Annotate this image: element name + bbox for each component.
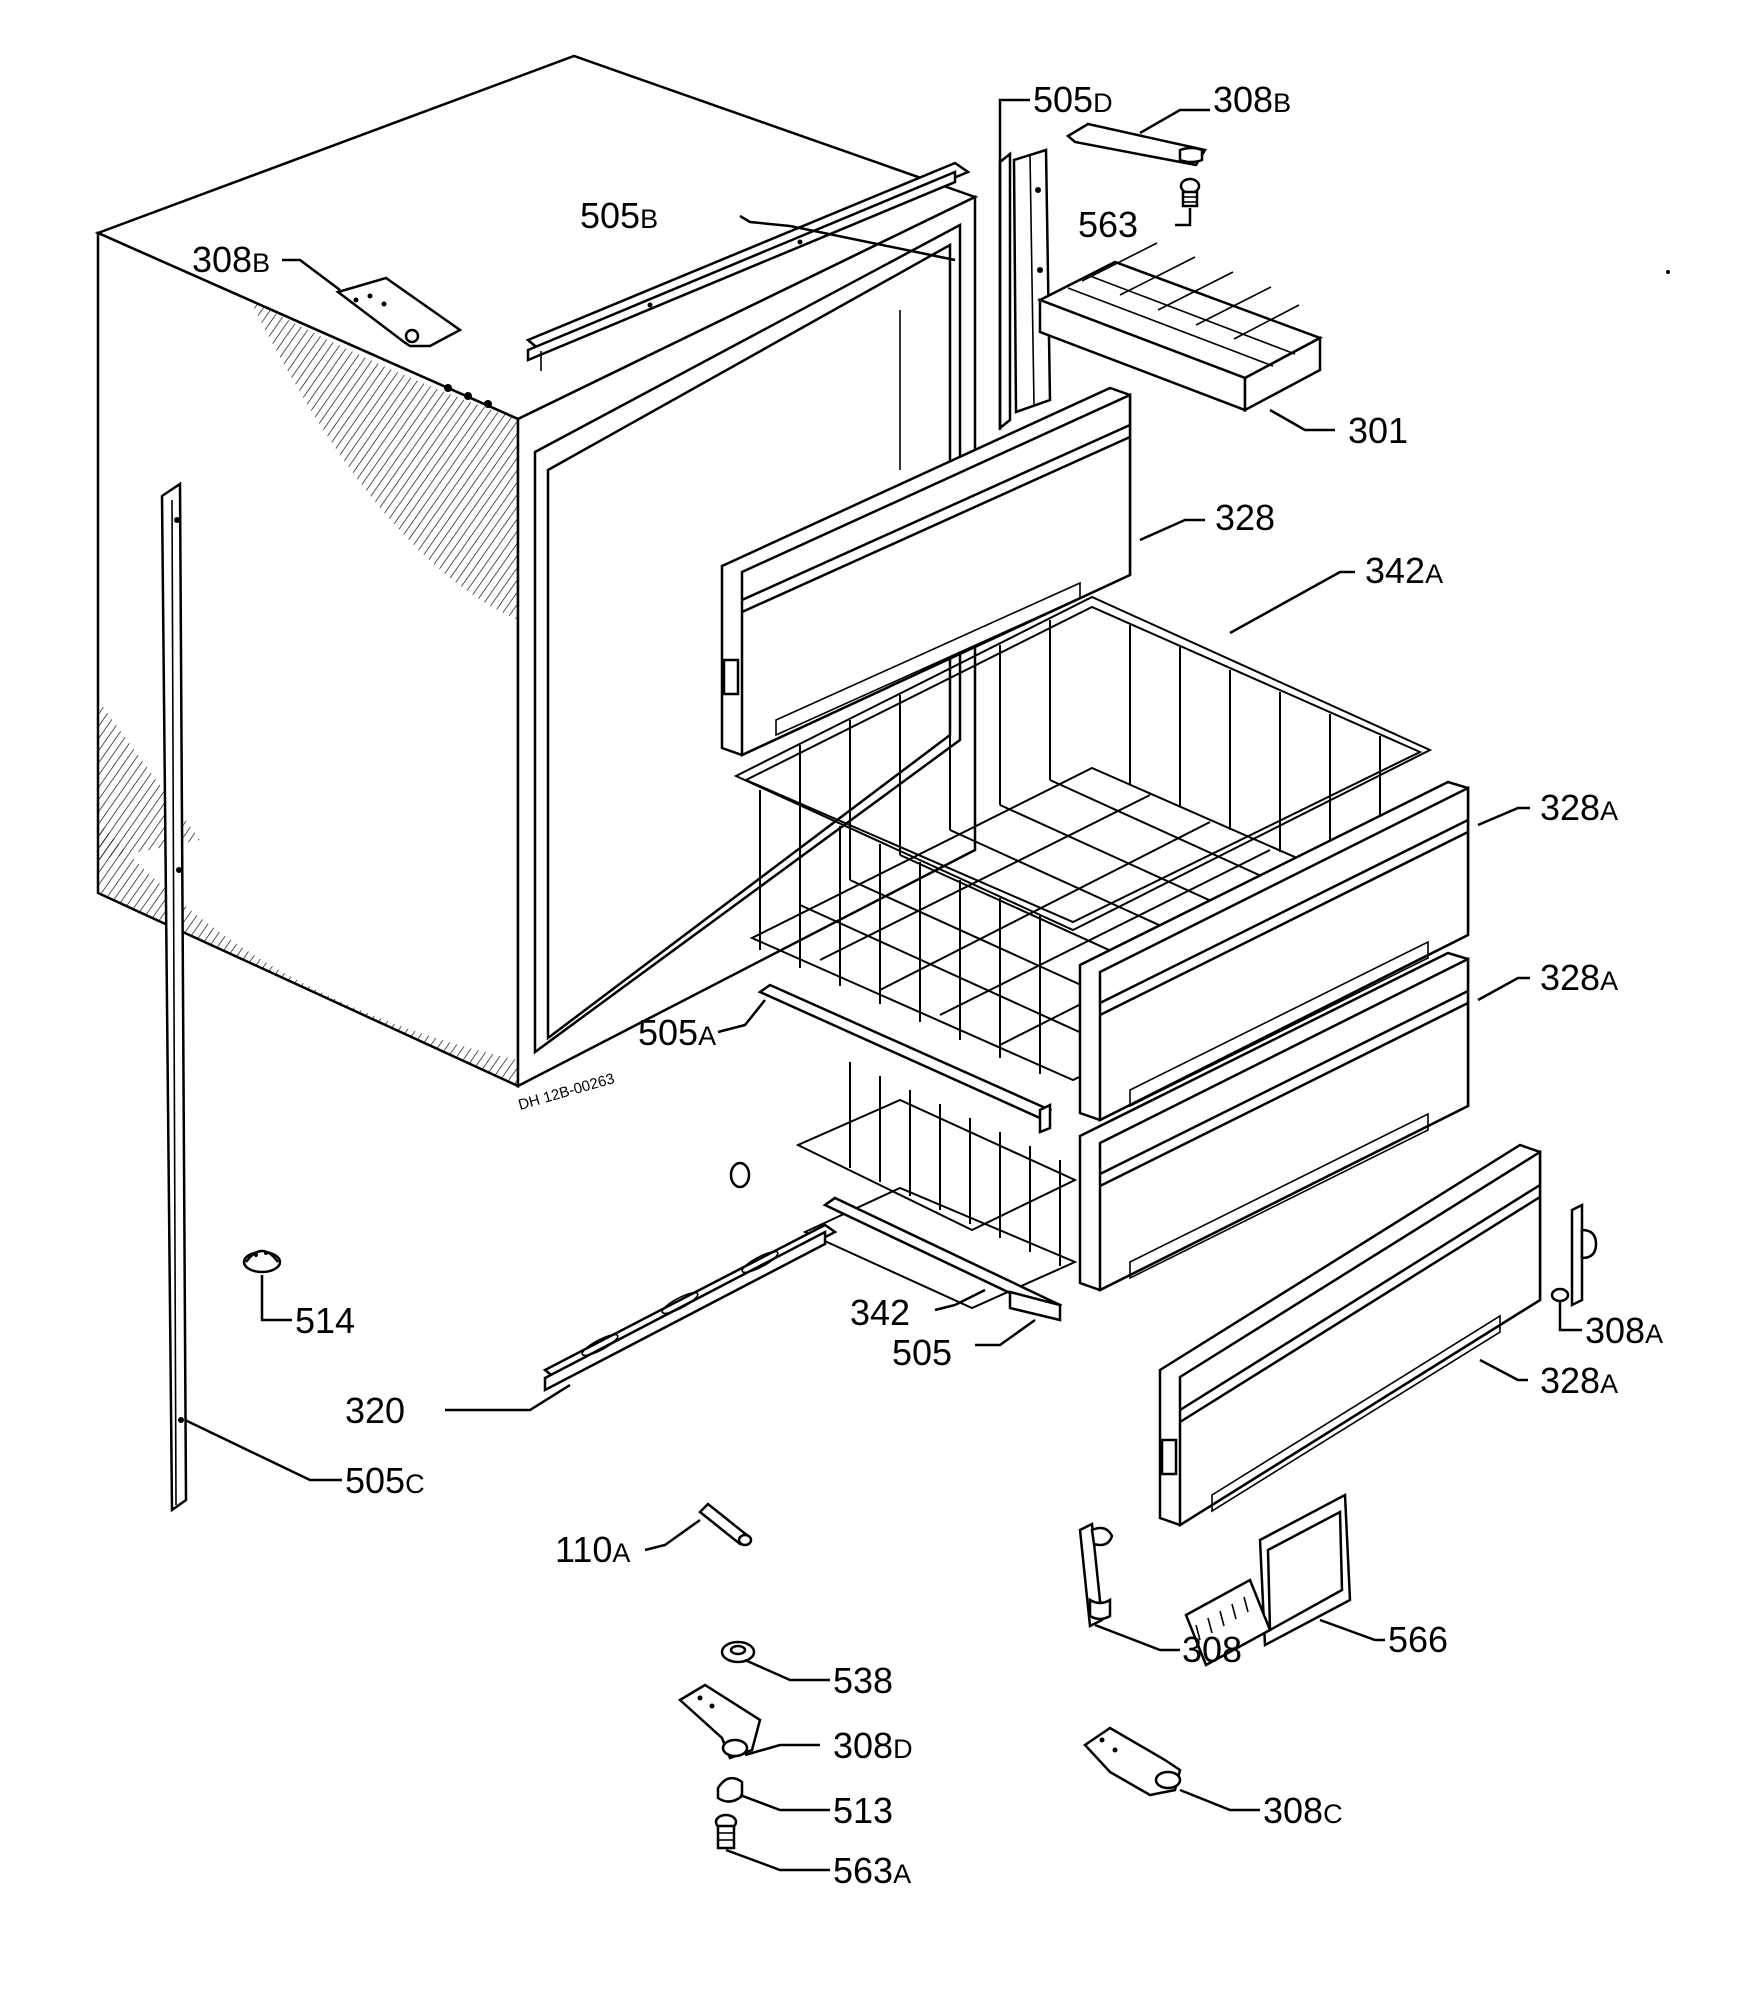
drawer-front-328a-1 — [1078, 780, 1470, 1123]
label-505b: 505B — [580, 195, 658, 236]
label-328: 328 — [1215, 497, 1275, 538]
screw-563a — [714, 1813, 738, 1850]
label-308b-top: 308B — [1213, 79, 1291, 120]
label-308d: 308D — [833, 1725, 913, 1766]
washer-538 — [720, 1640, 756, 1664]
rail-505a — [757, 983, 1053, 1134]
label-566: 566 — [1388, 1619, 1448, 1660]
rail-505 — [822, 1196, 1063, 1322]
hinge-308 — [1078, 1522, 1114, 1628]
label-301: 301 — [1348, 410, 1408, 451]
cap-514 — [242, 1249, 282, 1274]
label-308c: 308C — [1263, 1790, 1343, 1831]
label-538: 538 — [833, 1660, 893, 1701]
label-342: 342 — [850, 1292, 910, 1333]
label-563: 563 — [1078, 204, 1138, 245]
hinge-308c — [1083, 1726, 1182, 1797]
leader-lines — [184, 98, 1582, 1872]
label-505: 505 — [892, 1332, 952, 1373]
label-505c: 505C — [345, 1460, 425, 1501]
wire-basket-342 — [795, 1062, 1078, 1310]
label-110a: 110A — [555, 1529, 630, 1570]
part-labels: 505D 308B 505B 308B 563 301 328 342A 328… — [192, 79, 1663, 1891]
panel-328 — [720, 386, 1132, 757]
label-505d: 505D — [1033, 79, 1113, 120]
label-328a-3: 328A — [1540, 1360, 1618, 1401]
gasket-strip-505c — [160, 481, 188, 1513]
label-328a-1: 328A — [1540, 787, 1618, 828]
handle-566 — [1184, 1492, 1352, 1667]
hinge-308b-cabinet — [335, 276, 463, 348]
rail-505b — [525, 161, 971, 371]
label-308b-cabinet: 308B — [192, 239, 270, 280]
wire-basket-342a — [733, 595, 1433, 1082]
ice-tray-301 — [1036, 242, 1324, 413]
drawer-front-328a-2 — [1078, 951, 1470, 1293]
label-505a: 505A — [638, 1012, 716, 1053]
rail-320 — [542, 1223, 838, 1393]
stray-dot — [1666, 270, 1670, 274]
screw-563 — [1179, 177, 1201, 208]
hinge-308d — [677, 1683, 762, 1760]
label-563a: 563A — [833, 1850, 911, 1891]
hinge-308b-top — [1065, 122, 1207, 167]
rail-505d — [998, 148, 1052, 431]
label-514: 514 — [295, 1300, 355, 1341]
label-308: 308 — [1182, 1629, 1242, 1670]
label-513: 513 — [833, 1790, 893, 1831]
drawer-front-328a-3 — [1158, 1143, 1542, 1528]
freezer-cabinet: DH 12B-00263 — [94, 54, 979, 1189]
label-320: 320 — [345, 1390, 405, 1431]
pin-110a — [698, 1502, 753, 1547]
label-342a: 342A — [1365, 550, 1443, 591]
hinge-308a — [1550, 1202, 1598, 1308]
label-328a-2: 328A — [1540, 957, 1618, 998]
label-308a: 308A — [1585, 1310, 1663, 1351]
cap-513 — [716, 1776, 744, 1803]
